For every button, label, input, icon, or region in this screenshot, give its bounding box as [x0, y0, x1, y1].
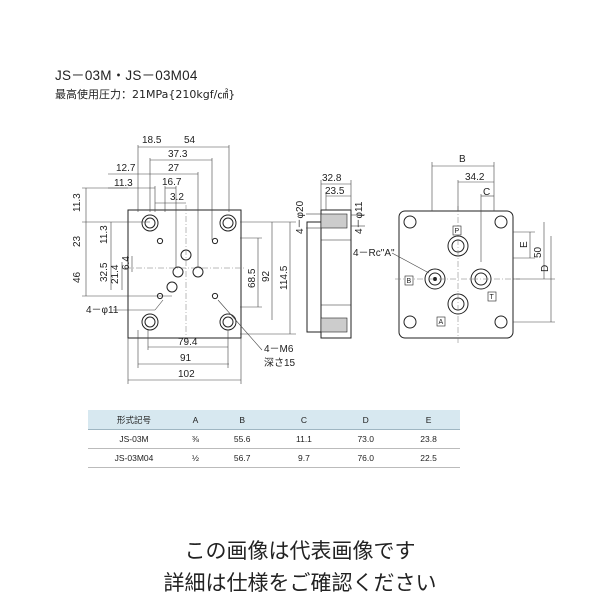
table-row: JS-03M ⅜ 55.6 11.1 73.0 23.8 — [88, 429, 460, 449]
dim-16-7: 16.7 — [162, 177, 182, 188]
dim-21-4: 21.4 — [110, 264, 121, 284]
disclaimer-text: この画像は代表画像です 詳細は仕様をご確認ください — [0, 535, 600, 599]
table-row: JS-03M04 ½ 56.7 9.7 76.0 22.5 — [88, 448, 460, 468]
dim-11-3-inner: 11.3 — [99, 225, 110, 244]
dim-3-2: 3.2 — [170, 192, 184, 203]
dim-11-3-left: 11.3 — [72, 193, 83, 212]
side-view: 32.8 23.5 4－φ20 4－φ11 — [295, 173, 365, 339]
table-cell: 55.6 — [210, 429, 274, 449]
front-view: 18.5 54 37.3 27 12.7 16.7 11.3 3.2 11.3 … — [72, 135, 296, 384]
table-cell: 22.5 — [397, 448, 460, 468]
disclaimer-line-2: 詳細は仕様をご確認ください — [163, 571, 437, 595]
table-cell: 56.7 — [210, 448, 274, 468]
table-cell: JS-03M04 — [88, 448, 180, 468]
port-p-label: P — [455, 228, 460, 235]
dim-b: B — [459, 154, 466, 165]
dim-27: 27 — [168, 163, 180, 174]
dim-phi11: 4－φ11 — [354, 201, 365, 234]
col-a-header: A — [180, 410, 211, 430]
col-c-header: C — [273, 410, 335, 430]
dim-11-3-top: 11.3 — [114, 178, 133, 189]
dim-phi20: 4－φ20 — [295, 200, 306, 234]
table-header-row: 形式記号 A B C D E — [88, 410, 460, 430]
dim-50: 50 — [533, 246, 544, 258]
dim-18-5: 18.5 — [142, 135, 162, 146]
table-cell: 76.0 — [334, 448, 398, 468]
dim-32-8: 32.8 — [322, 173, 342, 184]
port-b-label: B — [407, 278, 412, 285]
col-e-header: E — [397, 410, 460, 430]
port-t-label: T — [490, 294, 495, 301]
dim-12-7: 12.7 — [116, 163, 136, 174]
col-d-header: D — [334, 410, 398, 430]
right-view: P B T A B 34.2 C E 50 D 4 — [353, 154, 555, 343]
dim-79-4: 79.4 — [178, 337, 198, 348]
dim-c: C — [483, 187, 490, 198]
col-model-header: 形式記号 — [88, 410, 180, 430]
dim-68-5: 68.5 — [247, 268, 258, 288]
col-b-header: B — [210, 410, 274, 430]
table-cell: 73.0 — [334, 429, 398, 449]
table-cell: JS-03M — [88, 429, 180, 449]
dim-34-2: 34.2 — [465, 172, 485, 183]
dim-32-5: 32.5 — [99, 262, 110, 282]
dim-46: 46 — [72, 271, 83, 283]
dim-102: 102 — [178, 369, 195, 380]
page-title: JS－03M・JS－03M04 — [55, 68, 198, 83]
tap-depth-label: 深さ15 — [264, 357, 296, 369]
dim-23-5: 23.5 — [325, 186, 345, 197]
hole-label-phi11: 4－φ11 — [86, 305, 119, 316]
table-cell: ⅜ — [180, 429, 211, 449]
dim-23: 23 — [72, 235, 83, 247]
port-thread-label: 4－Rc"A" — [353, 248, 395, 259]
dim-37-3: 37.3 — [168, 149, 188, 160]
dim-54: 54 — [184, 135, 196, 146]
dim-91: 91 — [180, 353, 192, 364]
dim-e: E — [519, 241, 530, 248]
max-pressure-text: 最高使用圧力：21MPa{210kgf/㎠} — [55, 88, 236, 101]
table-cell: 9.7 — [273, 448, 335, 468]
table-cell: 11.1 — [273, 429, 335, 449]
port-a-label: A — [439, 319, 444, 326]
spec-table: 形式記号 A B C D E JS-03M ⅜ 55.6 11.1 73.0 2… — [88, 410, 460, 468]
disclaimer-line-1: この画像は代表画像です — [184, 539, 416, 563]
dim-92: 92 — [261, 270, 272, 282]
dim-114-5: 114.5 — [279, 265, 290, 290]
table-cell: 23.8 — [397, 429, 460, 449]
dim-d: D — [540, 265, 551, 272]
dim-6-4: 6.4 — [121, 256, 132, 270]
table-cell: ½ — [180, 448, 211, 468]
tap-label-m6: 4－M6 — [264, 344, 294, 355]
